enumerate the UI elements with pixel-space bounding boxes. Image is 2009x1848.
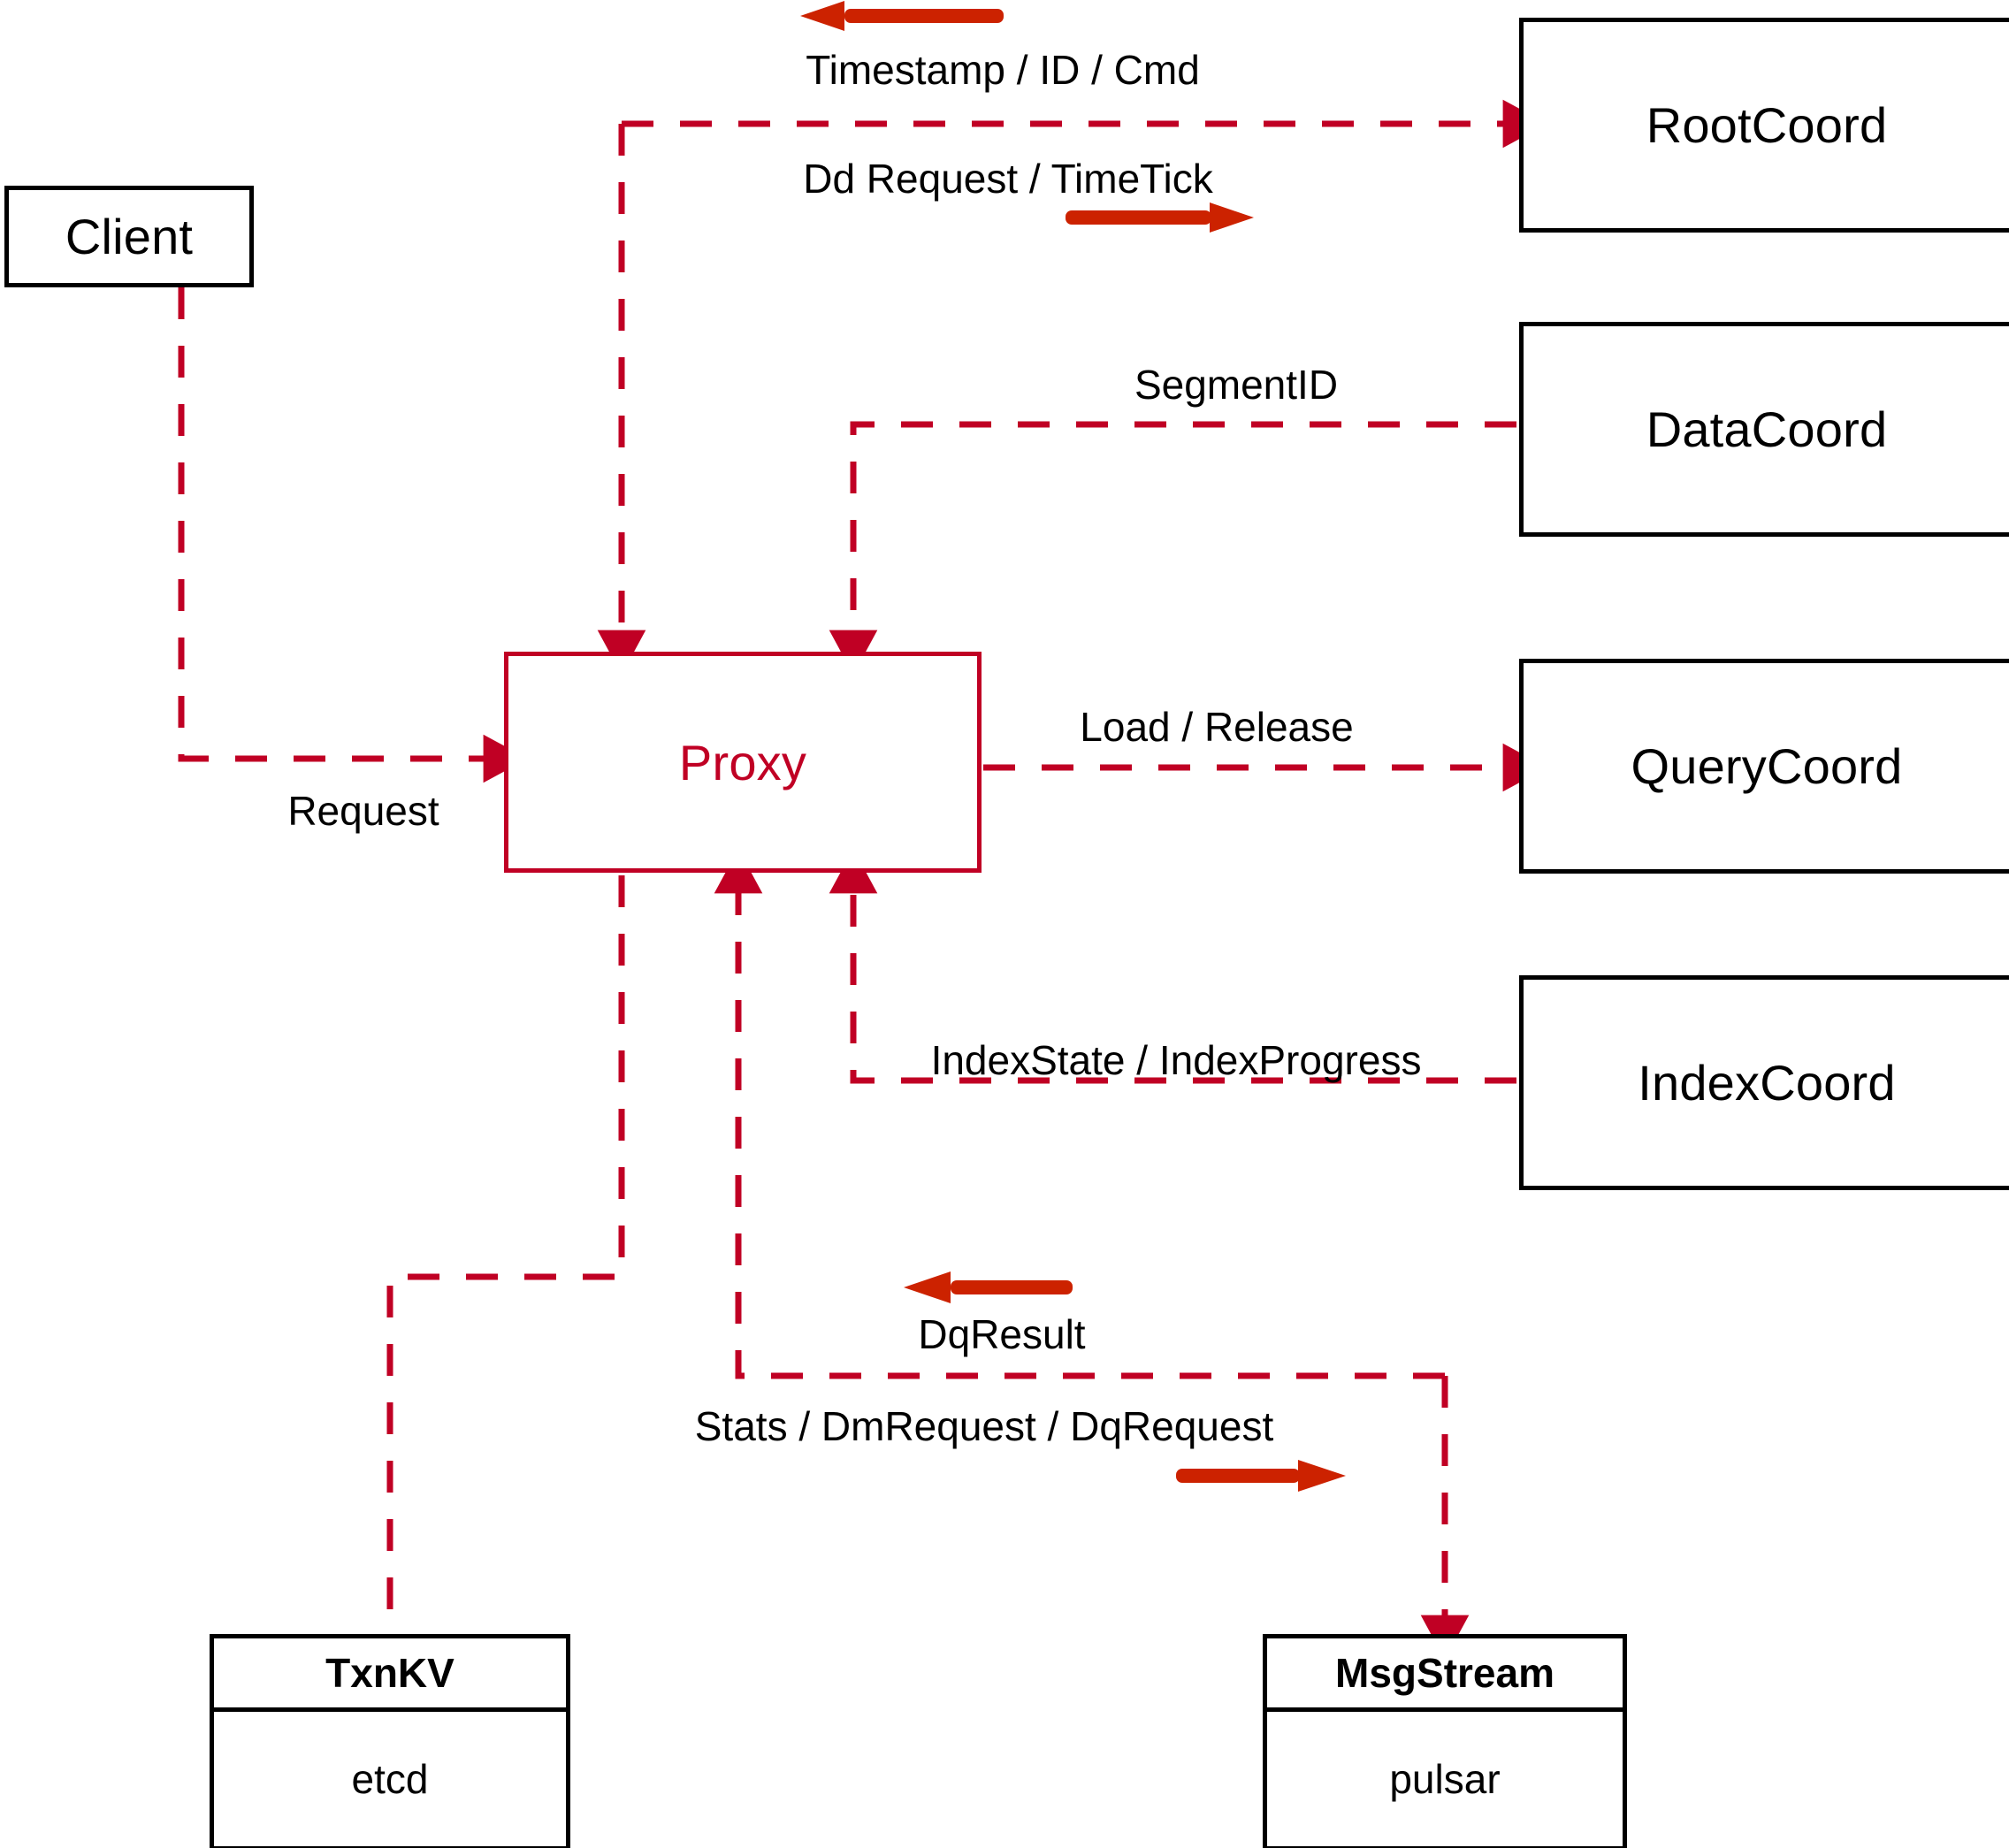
node-index-coord[interactable]: IndexCoord (1519, 975, 2009, 1190)
node-msgstream[interactable]: MsgStream pulsar (1263, 1634, 1627, 1848)
bold-arrow-dqresult-left (904, 1271, 1073, 1303)
edge-client-to-proxy (178, 287, 528, 783)
edge-label-index-state-progress: IndexState / IndexProgress (930, 1037, 1422, 1083)
node-query-coord-label: QueryCoord (1631, 738, 1903, 794)
node-index-coord-label: IndexCoord (1638, 1055, 1896, 1111)
node-proxy[interactable]: Proxy (504, 652, 982, 873)
edge-proxy-to-txnkv (386, 875, 625, 1634)
edge-msgstream-to-proxy (714, 849, 1445, 1379)
node-client-label: Client (65, 209, 194, 264)
bold-arrow-ddrequest-right (1066, 202, 1254, 233)
node-msgstream-header-label: MsgStream (1335, 1650, 1554, 1696)
edge-label-load-release: Load / Release (1080, 704, 1354, 750)
node-txnkv[interactable]: TxnKV etcd (210, 1634, 570, 1848)
edge-label-stats-dm-dq-request: Stats / DmRequest / DqRequest (694, 1403, 1274, 1449)
node-msgstream-body-label: pulsar (1389, 1756, 1501, 1802)
bold-arrow-stats-right (1176, 1460, 1346, 1492)
node-data-coord[interactable]: DataCoord (1519, 322, 2009, 537)
bold-arrow-timestamp-left (800, 1, 1004, 31)
node-proxy-label: Proxy (678, 734, 807, 790)
edge-label-timestamp-id-cmd: Timestamp / ID / Cmd (806, 47, 1200, 93)
edge-datacoord-to-proxy (829, 421, 1516, 675)
node-client[interactable]: Client (4, 186, 254, 287)
node-root-coord[interactable]: RootCoord (1519, 18, 2009, 233)
node-query-coord[interactable]: QueryCoord (1519, 659, 2009, 874)
edge-label-dd-request-timetick: Dd Request / TimeTick (803, 156, 1213, 202)
node-txnkv-body-label: etcd (351, 1756, 429, 1802)
node-txnkv-header: TxnKV (214, 1638, 566, 1712)
node-txnkv-header-label: TxnKV (325, 1650, 455, 1696)
edge-label-dq-result: DqResult (918, 1311, 1086, 1357)
node-root-coord-label: RootCoord (1646, 97, 1888, 153)
node-data-coord-label: DataCoord (1646, 401, 1888, 457)
node-msgstream-body: pulsar (1267, 1712, 1623, 1846)
edge-label-request: Request (287, 788, 439, 834)
edge-indexcoord-to-proxy (829, 849, 1516, 1084)
node-msgstream-header: MsgStream (1267, 1638, 1623, 1712)
node-txnkv-body: etcd (214, 1712, 566, 1846)
edge-label-segment-id: SegmentID (1134, 362, 1339, 408)
